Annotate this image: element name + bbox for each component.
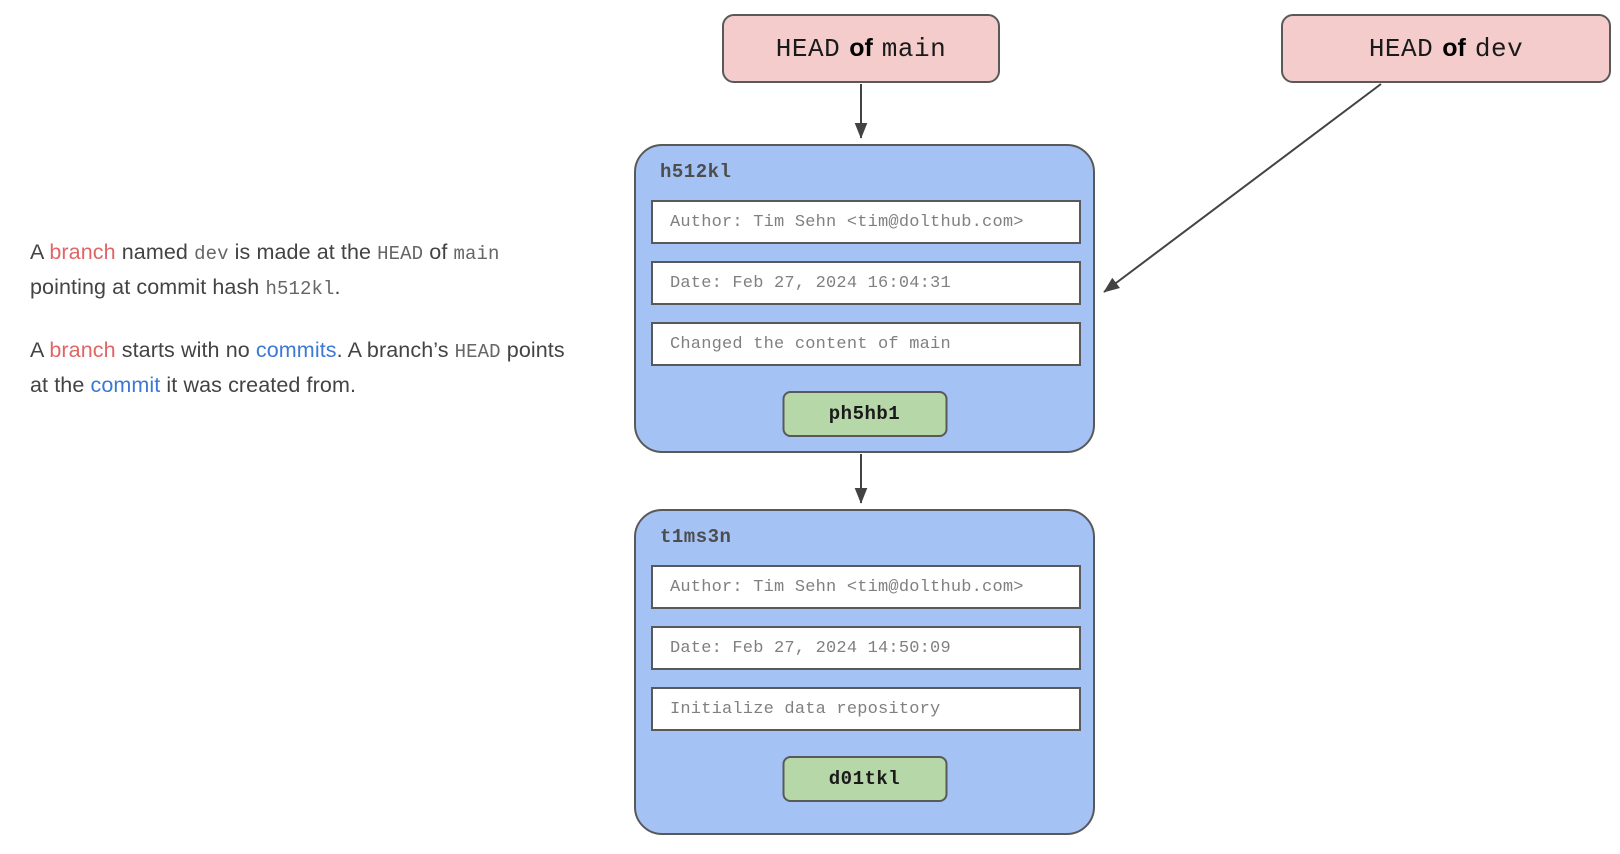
commit-date-field: Date: Feb 27, 2024 16:04:31: [651, 261, 1081, 305]
commit-fields-h512kl: Author: Tim Sehn <tim@dolthub.com> Date:…: [651, 200, 1081, 366]
head-label-dev-branch: dev: [1474, 33, 1524, 64]
commit-hash-h512kl: h512kl: [660, 161, 732, 183]
head-label-main-connector: of: [849, 34, 873, 62]
commit-author-field: Author: Tim Sehn <tim@dolthub.com>: [651, 565, 1081, 609]
p1-part3: is made at the: [228, 240, 378, 264]
commit-card-t1ms3n[interactable]: t1ms3n Author: Tim Sehn <tim@dolthub.com…: [634, 509, 1095, 835]
paragraph-branch-no-commits: A branch starts with no commits. A branc…: [30, 334, 575, 402]
arrow-head-dev-to-h512kl: [1103, 83, 1382, 293]
head-label-main-branch: main: [881, 33, 947, 64]
paragraph-branch-created: A branch named dev is made at the HEAD o…: [30, 236, 575, 306]
p2-part3: . A branch’s: [336, 338, 455, 362]
commit-parent-badge-d01tkl[interactable]: d01tkl: [782, 756, 947, 802]
commit-parent-badge-ph5hb1[interactable]: ph5hb1: [782, 391, 947, 437]
p1-dev-literal: dev: [194, 243, 229, 265]
p1-part6: .: [334, 275, 341, 299]
p2-head-literal: HEAD: [454, 341, 501, 363]
p2-branch-keyword: branch: [49, 338, 116, 362]
commit-message-field: Changed the content of main: [651, 322, 1081, 366]
p1-main-literal: main: [453, 243, 500, 265]
commit-message-field: Initialize data repository: [651, 687, 1081, 731]
p2-part5: it was created from.: [160, 373, 357, 397]
p1-head-literal: HEAD: [377, 243, 424, 265]
head-label-main-prefix: HEAD: [775, 33, 841, 64]
p1-part5: pointing at commit hash: [30, 275, 266, 299]
head-label-dev-connector: of: [1442, 34, 1466, 62]
p1-part4: of: [423, 240, 454, 264]
p1-part1: A: [30, 240, 50, 264]
head-pointer-main[interactable]: HEAD of main: [722, 14, 1000, 83]
p2-part4: points at the: [30, 338, 565, 397]
commit-date-field: Date: Feb 27, 2024 14:50:09: [651, 626, 1081, 670]
commit-card-h512kl[interactable]: h512kl Author: Tim Sehn <tim@dolthub.com…: [634, 144, 1095, 453]
p2-commit-keyword: commit: [90, 373, 161, 397]
commit-author-field: Author: Tim Sehn <tim@dolthub.com>: [651, 200, 1081, 244]
p1-branch-keyword: branch: [49, 240, 116, 264]
p2-part2: starts with no: [115, 338, 256, 362]
explanatory-text: A branch named dev is made at the HEAD o…: [30, 236, 575, 402]
head-label-dev-prefix: HEAD: [1368, 33, 1434, 64]
commit-hash-t1ms3n: t1ms3n: [660, 526, 732, 548]
p2-part1: A: [30, 338, 50, 362]
p1-hash-literal: h512kl: [265, 278, 335, 300]
head-pointer-dev[interactable]: HEAD of dev: [1281, 14, 1611, 83]
p1-part2: named: [115, 240, 195, 264]
commit-fields-t1ms3n: Author: Tim Sehn <tim@dolthub.com> Date:…: [651, 565, 1081, 731]
p2-commits-keyword: commits: [255, 338, 337, 362]
